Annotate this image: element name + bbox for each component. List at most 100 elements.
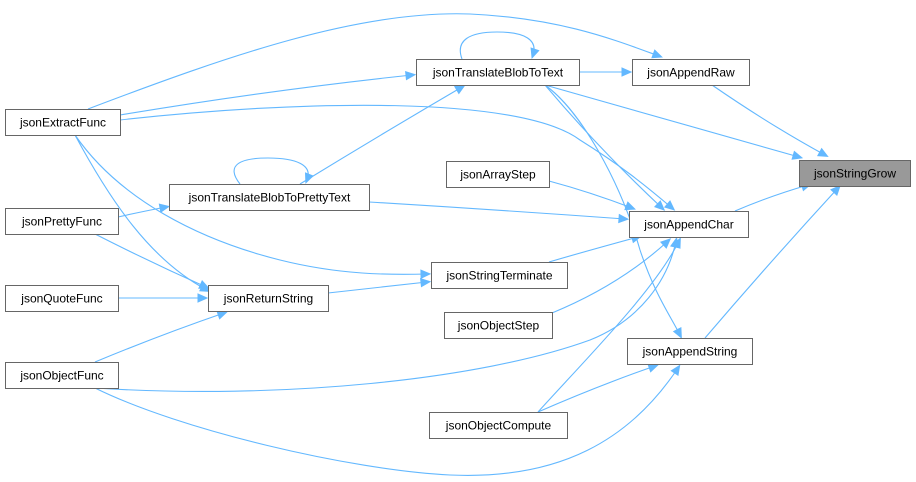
edge-json-object-compute-to-json-append-string <box>537 363 659 413</box>
edge-json-translate-blob-to-pretty-text-to-json-translate-blob-to-pretty-text <box>233 157 314 185</box>
edge-arrowhead <box>216 310 229 320</box>
edge-json-object-func-to-json-append-string <box>94 364 681 476</box>
node-label: jsonObjectCompute <box>445 419 552 433</box>
edge-arrowhead <box>530 47 540 60</box>
edge-arrowhead <box>670 364 681 377</box>
node-label: jsonArrayStep <box>459 168 536 182</box>
node-box <box>629 211 749 238</box>
edge-arrowhead <box>420 269 432 279</box>
nodes-layer: jsonStringGrow jsonAppendRaw jsonTranslate… <box>5 59 911 439</box>
node-json-string-terminate[interactable]: jsonStringTerminate <box>431 262 568 289</box>
node-box <box>169 184 370 211</box>
edge-json-extract-func-to-json-translate-blob-to-text <box>119 70 417 116</box>
node-json-quote-func[interactable]: jsonQuoteFunc <box>5 285 119 312</box>
node-label: jsonQuoteFunc <box>20 292 102 306</box>
edge-line <box>537 240 680 413</box>
edge-line <box>544 84 800 158</box>
edge-arrowhead <box>405 70 417 81</box>
node-json-object-step[interactable]: jsonObjectStep <box>444 312 553 339</box>
node-json-return-string[interactable]: jsonReturnString <box>208 285 329 312</box>
edge-arrowhead <box>672 327 682 339</box>
edge-json-extract-func-to-json-append-raw <box>87 13 663 110</box>
edge-arrowhead <box>624 201 636 211</box>
edge-arrowhead <box>791 150 804 160</box>
edge-json-return-string-to-json-string-terminate <box>327 277 432 294</box>
edge-json-pretty-func-to-json-translate-blob-to-pretty-text <box>117 203 171 218</box>
edge-arrowhead <box>663 200 676 211</box>
edge-line <box>368 201 626 220</box>
edge-arrowhead <box>651 49 663 59</box>
edge-json-append-string-to-json-string-grow <box>704 184 841 339</box>
node-label: jsonTranslateBlobToPrettyText <box>188 191 351 205</box>
edge-json-translate-blob-to-pretty-text-to-json-translate-blob-to-text <box>299 84 466 185</box>
node-label: jsonAppendString <box>642 345 738 359</box>
edge-line <box>119 74 413 116</box>
edge-json-translate-blob-to-text-to-json-translate-blob-to-text <box>459 31 540 60</box>
edge-json-pretty-func-to-json-return-string <box>94 233 210 289</box>
node-box <box>5 285 119 312</box>
edge-line <box>119 104 673 209</box>
node-label: jsonStringGrow <box>813 167 896 181</box>
node-json-object-compute[interactable]: jsonObjectCompute <box>429 412 568 439</box>
edge-json-quote-func-to-json-return-string <box>118 293 209 303</box>
edge-json-object-func-to-json-append-char <box>94 236 680 392</box>
node-box <box>5 109 121 136</box>
node-box <box>416 59 580 86</box>
edge-line <box>94 367 679 476</box>
edge-json-object-compute-to-json-append-char <box>537 237 681 413</box>
edge-json-translate-blob-to-text-to-json-append-raw <box>579 67 633 77</box>
edge-arrowhead <box>453 84 466 95</box>
node-json-array-step[interactable]: jsonArrayStep <box>446 161 550 188</box>
node-box <box>444 312 553 339</box>
node-json-translate-blob-to-text[interactable]: jsonTranslateBlobToText <box>416 59 580 86</box>
node-label: jsonObjectFunc <box>19 369 103 383</box>
edge-json-object-step-to-json-append-char <box>551 238 672 314</box>
node-label: jsonExtractFunc <box>19 116 106 130</box>
node-label: jsonAppendRaw <box>646 66 735 80</box>
edges-layer <box>74 13 841 476</box>
edge-arrowhead <box>158 203 171 213</box>
edge-arrowhead <box>420 277 432 288</box>
edge-line <box>87 13 660 110</box>
edge-line <box>711 84 826 156</box>
node-json-object-func[interactable]: jsonObjectFunc <box>5 362 119 389</box>
edge-line <box>299 86 463 185</box>
edge-line <box>233 157 309 185</box>
edge-line <box>94 312 225 363</box>
node-json-append-string[interactable]: jsonAppendString <box>627 338 753 365</box>
node-label: jsonTranslateBlobToText <box>432 66 564 80</box>
edge-line <box>94 240 677 392</box>
node-box <box>5 208 119 235</box>
edge-line <box>327 281 428 294</box>
edge-arrowhead <box>647 363 659 373</box>
edge-json-translate-blob-to-pretty-text-to-json-append-char <box>368 201 630 224</box>
edge-json-translate-blob-to-text-to-json-string-grow <box>544 84 804 160</box>
edge-json-extract-func-to-json-string-terminate <box>74 134 432 279</box>
node-json-append-char[interactable]: jsonAppendChar <box>629 211 749 238</box>
edge-json-object-func-to-json-return-string <box>94 310 229 363</box>
node-json-translate-blob-to-pretty-text[interactable]: jsonTranslateBlobToPrettyText <box>169 184 370 211</box>
node-label: jsonReturnString <box>223 292 313 306</box>
edge-json-translate-blob-to-text-to-json-append-char <box>544 84 666 211</box>
edge-line <box>548 236 639 263</box>
edge-json-extract-func-to-json-append-char <box>119 104 676 211</box>
node-label: jsonPrettyFunc <box>21 215 102 229</box>
node-box <box>5 362 119 389</box>
edge-arrowhead <box>304 172 314 184</box>
node-box <box>431 262 568 289</box>
node-box <box>632 59 750 86</box>
node-label: jsonStringTerminate <box>445 269 552 283</box>
edge-arrowhead <box>830 184 841 197</box>
edge-line <box>548 180 633 209</box>
edge-arrowhead <box>653 200 666 211</box>
edge-arrowhead <box>197 293 209 303</box>
node-json-extract-func[interactable]: jsonExtractFunc <box>5 109 121 136</box>
node-box <box>208 285 329 312</box>
node-json-pretty-func[interactable]: jsonPrettyFunc <box>5 208 119 235</box>
edge-line <box>94 233 207 288</box>
node-json-append-raw[interactable]: jsonAppendRaw <box>632 59 750 86</box>
node-json-string-grow[interactable]: jsonStringGrow <box>799 160 911 187</box>
edge-line <box>734 184 809 212</box>
edge-json-append-raw-to-json-string-grow <box>711 84 829 158</box>
